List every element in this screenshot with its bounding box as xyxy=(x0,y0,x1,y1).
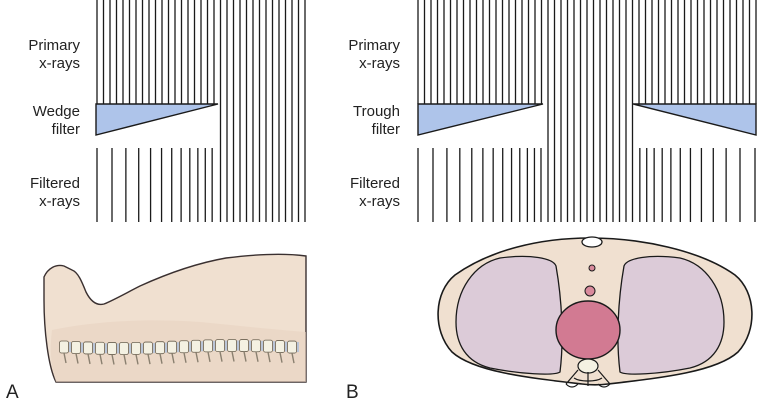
panel-a: Primary x-rays Wedge filter Filtered x-r… xyxy=(6,0,307,403)
sternum xyxy=(581,236,603,248)
vertebra xyxy=(251,339,261,353)
vertebra xyxy=(71,341,81,354)
wedge-filter-label-line1: Wedge xyxy=(33,103,80,120)
spinous-process xyxy=(123,354,127,365)
filtered-xrays-label-a-line1: Filtered xyxy=(30,175,80,192)
chest-cross-section xyxy=(437,236,753,388)
spinous-process xyxy=(147,353,151,365)
primary-xrays-label-b-line2: x-rays xyxy=(359,55,400,72)
spinous-process xyxy=(219,351,223,362)
vertebra xyxy=(143,341,153,355)
primary-xrays-label-a-line1: Primary xyxy=(28,37,80,54)
left-lung xyxy=(455,255,563,375)
spinous-process xyxy=(183,352,187,363)
vertebra xyxy=(203,339,213,353)
vertebra xyxy=(155,341,165,355)
vertebra xyxy=(191,339,201,353)
lateral-body-illustration xyxy=(43,253,307,383)
trough-filter-label-line2: filter xyxy=(372,121,400,138)
vertebra xyxy=(263,339,273,353)
panel-a-letter: A xyxy=(6,382,19,403)
vertebra xyxy=(95,341,105,355)
spinous-process xyxy=(75,353,79,364)
panel-b-letter: B xyxy=(346,382,359,403)
spinous-process xyxy=(243,351,247,362)
spine xyxy=(59,339,299,365)
spinous-process xyxy=(291,352,295,364)
upper-vessel xyxy=(588,264,596,272)
vertebra xyxy=(107,342,117,355)
spinous-process xyxy=(87,353,91,365)
primary-xrays-label-b-line1: Primary xyxy=(348,37,400,54)
vertebra xyxy=(119,342,129,355)
spinous-process xyxy=(99,354,103,365)
heart xyxy=(555,300,621,360)
spinous-process xyxy=(159,353,163,364)
trough-filter-left xyxy=(417,103,544,136)
vertebra xyxy=(287,340,297,354)
spinous-process xyxy=(267,351,271,363)
lower-vessel xyxy=(584,285,596,297)
filtered-x-ray-lines-b xyxy=(417,148,756,222)
spinous-process xyxy=(207,351,211,363)
filtered-xrays-label-a-line2: x-rays xyxy=(39,193,80,210)
filtered-xrays-label-b-line1: Filtered xyxy=(350,175,400,192)
thoracic-vertebra xyxy=(565,358,611,388)
wedge-filter xyxy=(95,103,219,136)
spinous-process xyxy=(171,353,175,364)
spinous-process xyxy=(255,351,259,362)
right-lung xyxy=(617,255,725,375)
vertebra xyxy=(215,339,225,353)
panel-b: Primary x-rays Trough filter Filtered x-… xyxy=(346,0,757,403)
spinous-process xyxy=(231,351,235,362)
spinous-process xyxy=(135,354,139,365)
vertebra xyxy=(83,341,93,355)
vertebra xyxy=(131,341,141,355)
spinous-process xyxy=(63,352,67,364)
trough-filter-label-line1: Trough xyxy=(353,103,400,120)
trough-filter-right xyxy=(632,103,757,136)
vertebra xyxy=(167,340,177,354)
vertebra xyxy=(59,340,69,354)
primary-xrays-label-a-line2: x-rays xyxy=(39,55,80,72)
vertebra xyxy=(179,340,189,354)
wedge-filter-label-line2: filter xyxy=(52,121,80,138)
spinous-process xyxy=(111,354,115,365)
primary-x-ray-lines-a xyxy=(96,0,306,222)
vertebra xyxy=(227,339,237,352)
filtered-xrays-label-b-line2: x-rays xyxy=(359,193,400,210)
vertebra xyxy=(275,340,285,353)
spinous-process xyxy=(279,352,283,363)
spinous-process xyxy=(195,352,199,363)
filtered-x-ray-lines-a xyxy=(96,148,213,222)
primary-x-ray-lines-b xyxy=(417,0,757,222)
vertebra xyxy=(239,339,249,352)
